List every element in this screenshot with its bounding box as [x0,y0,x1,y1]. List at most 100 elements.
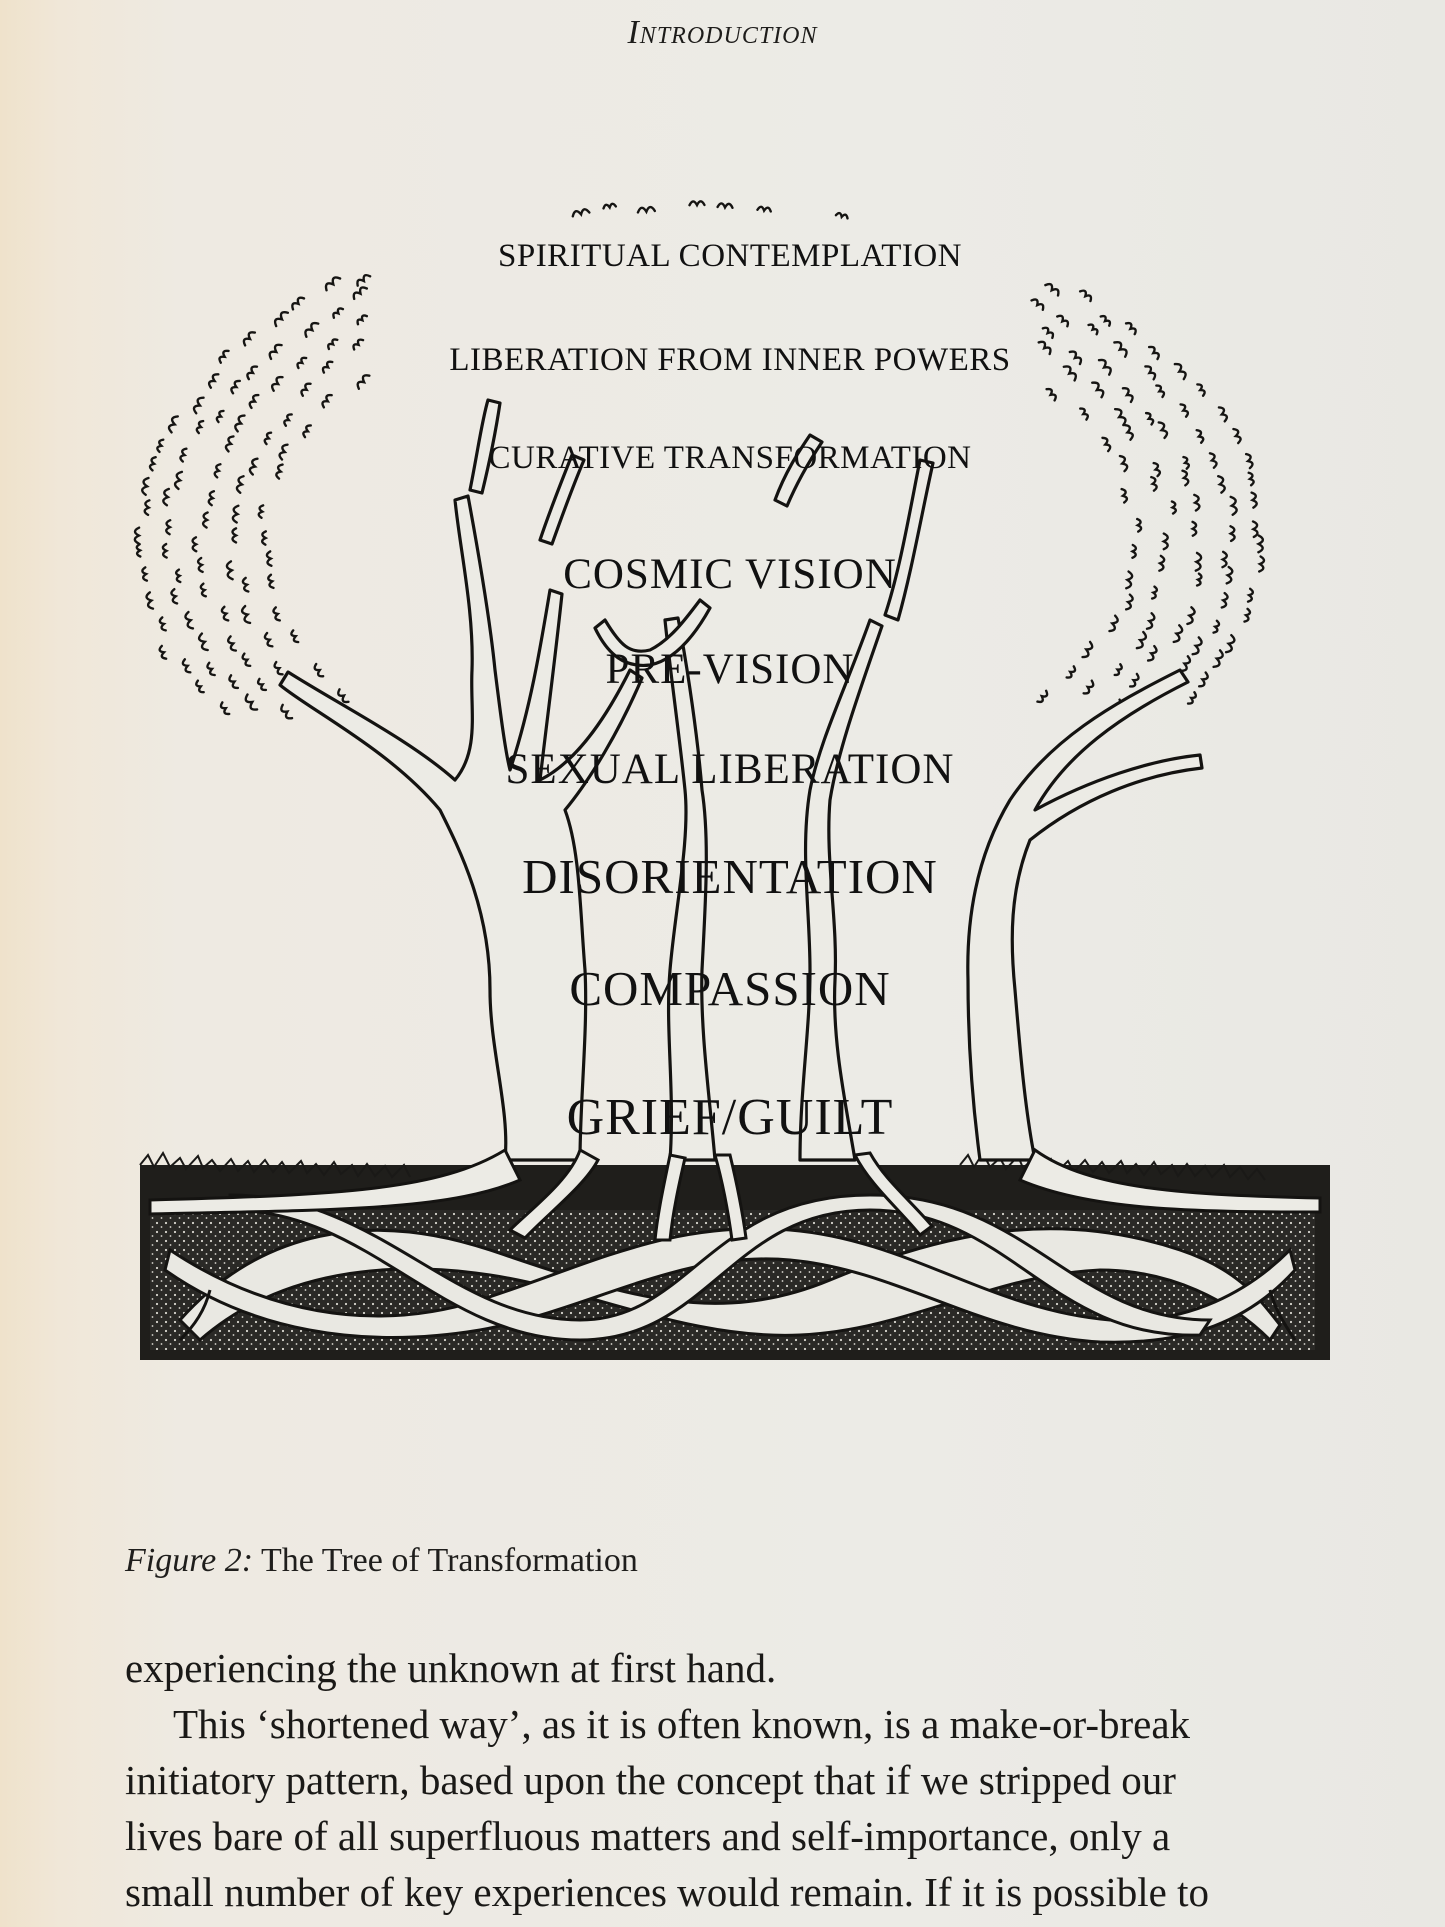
leaf-mark [1197,671,1209,688]
leaf-mark [241,576,250,593]
leaf-mark [165,519,173,536]
leaf-mark [1246,587,1255,603]
leaf-mark [1124,570,1134,590]
leaf-mark [1118,454,1129,473]
stage-label: DISORIENTATION [522,849,938,904]
leaf-mark [273,311,290,328]
leaf-mark [1135,630,1148,650]
leaf-mark [1232,427,1242,445]
leaf-mark [156,438,165,454]
leaf-mark [1147,345,1160,361]
leaf-mark [1157,554,1166,572]
tree-roots [148,1147,1322,1342]
leaf-mark [230,379,241,395]
leaf-mark [248,457,259,476]
leaf-mark [227,635,238,652]
leaf-mark [332,307,345,319]
leaf-mark [1078,289,1093,303]
leaf-mark [234,414,246,433]
body-line: experiencing the unknown at first hand. [125,1645,777,1691]
stage-label: COMPASSION [569,961,891,1016]
stage-label: SEXUAL LIBERATION [505,746,955,793]
leaf-mark [324,276,342,292]
leaf-mark [1212,619,1221,634]
leaf-mark [1196,383,1206,397]
leaf-mark [225,560,235,581]
running-head: Introduction [627,14,818,51]
leaf-mark [161,542,170,559]
stage-label: COSMIC VISION [563,551,897,598]
leaf-mark [267,573,275,590]
leaf-mark [133,526,142,545]
leaf-mark [1212,649,1224,669]
leaf-mark [184,610,195,630]
leaf-mark [1144,411,1155,426]
leaf-mark [206,661,216,677]
leaf-mark [327,338,339,351]
leaf-mark [1062,365,1078,382]
leaf-mark [571,208,591,218]
stage-label: LIBERATION FROM INNER POWERS [449,342,1011,378]
leaf-mark [1091,381,1105,399]
leaf-mark [356,314,369,326]
leaf-mark [1228,525,1236,543]
leaf-mark [246,365,259,381]
leaf-mark [1135,517,1143,533]
leaf-mark [158,644,168,660]
leaf-mark [1124,593,1134,611]
leaf-mark [220,605,230,622]
stage-label: SPIRITUAL CONTEMPLATION [497,238,963,274]
leaf-mark [1255,534,1265,554]
tree-illustration [133,200,1330,1360]
leaf-mark [1173,362,1187,381]
leaf-mark [1056,314,1070,328]
leaf-mark [191,536,199,553]
leaf-mark [1192,493,1201,512]
leaf-mark [1097,358,1112,376]
leaf-mark [1181,469,1190,487]
leaf-mark [1191,636,1203,656]
leaf-mark [834,211,849,220]
leaf-mark [141,566,149,582]
leaf-mark [1113,407,1127,427]
leaf-mark [278,443,289,461]
leaf-mark [197,632,209,652]
leaf-mark [1186,606,1196,626]
leaf-mark [199,582,208,598]
leaf-mark [1081,640,1094,659]
leaf-mark [1179,655,1192,673]
leaf-mark [241,652,252,668]
leaf-mark [231,504,241,524]
leaf-mark [143,499,152,517]
leaf-mark [213,463,222,479]
stage-label: PRE-VISION [605,646,855,693]
leaf-mark [218,349,230,364]
leaf-mark [1243,607,1252,623]
leaf-mark [321,360,334,374]
leaf-mark [1220,550,1228,569]
leaf-mark [162,487,171,507]
leaf-mark [1169,500,1177,515]
leaf-mark [1161,532,1169,551]
leaf-mark [145,591,155,610]
leaf-mark [296,356,308,370]
leaf-mark [207,490,216,507]
leaf-mark [1247,471,1255,487]
leaf-mark [1250,520,1259,539]
leaf-mark [174,568,183,584]
leaf-mark [141,476,150,497]
leaf-mark [261,530,269,546]
knotwork-roots [163,1193,1297,1344]
leaf-mark [135,543,143,558]
leaf-mark [313,662,325,678]
leaf-mark [235,475,245,494]
leaf-mark [304,321,320,338]
leaf-mark [302,424,312,439]
leaf-mark [1225,565,1234,585]
leaf-mark [290,629,300,644]
leaf-mark [352,338,365,351]
leaf-mark [224,435,235,453]
leaf-mark [1144,365,1157,381]
leaf-mark [1113,340,1128,358]
leaf-mark [272,606,281,622]
